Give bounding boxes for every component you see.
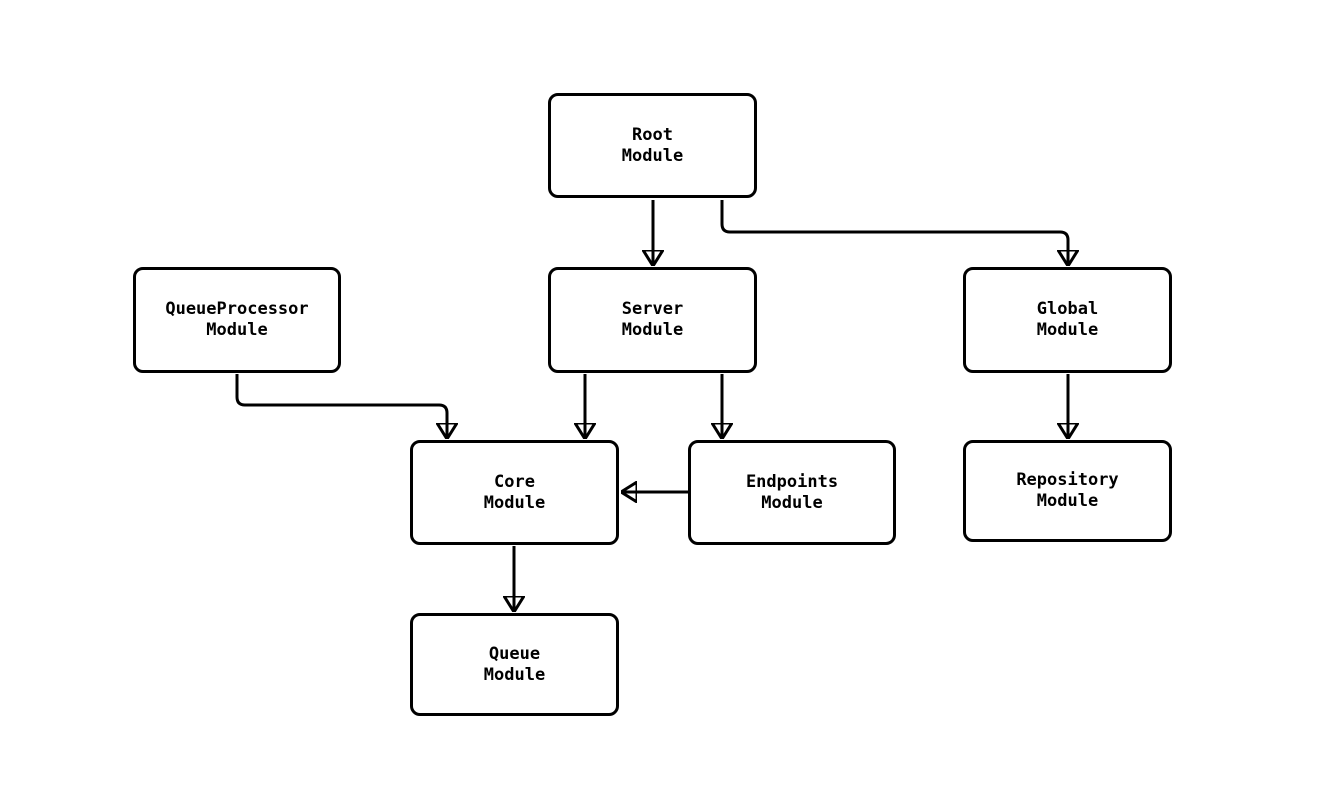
node-label-line1: Core (494, 471, 535, 492)
node-label-line1: Global (1036, 299, 1099, 319)
node-label-line2: Module (761, 492, 823, 513)
node-server-module: Server Module (548, 267, 757, 373)
node-label-line1: QueueProcessor (165, 299, 309, 319)
node-label-line1: Server (621, 299, 684, 319)
node-label-line1: Root (632, 124, 673, 145)
node-queueprocessor-module: QueueProcessor Module (133, 267, 341, 373)
node-repository-module: Repository Module (963, 440, 1172, 542)
node-label-line2: Module (1036, 320, 1099, 340)
node-label-line1: Endpoints (745, 471, 839, 492)
node-label-line1: Queue (488, 643, 541, 664)
edge-queueprocessor-to-core (235, 374, 447, 439)
node-label-line2: Module (483, 492, 546, 513)
node-endpoints-module: Endpoints Module (688, 440, 896, 545)
node-label-line2: Module (1036, 491, 1099, 511)
node-label-line2: Module (206, 320, 268, 340)
node-label-line1: Repository (1016, 470, 1119, 490)
node-label-line2: Module (621, 145, 684, 166)
node-queue-module: Queue Module (410, 613, 619, 716)
edge-root-to-global (720, 200, 1068, 266)
node-label-line2: Module (621, 320, 684, 340)
node-root-module: Root Module (548, 93, 757, 198)
node-core-module: Core Module (410, 440, 619, 545)
node-global-module: Global Module (963, 267, 1172, 373)
node-label-line2: Module (483, 664, 546, 685)
